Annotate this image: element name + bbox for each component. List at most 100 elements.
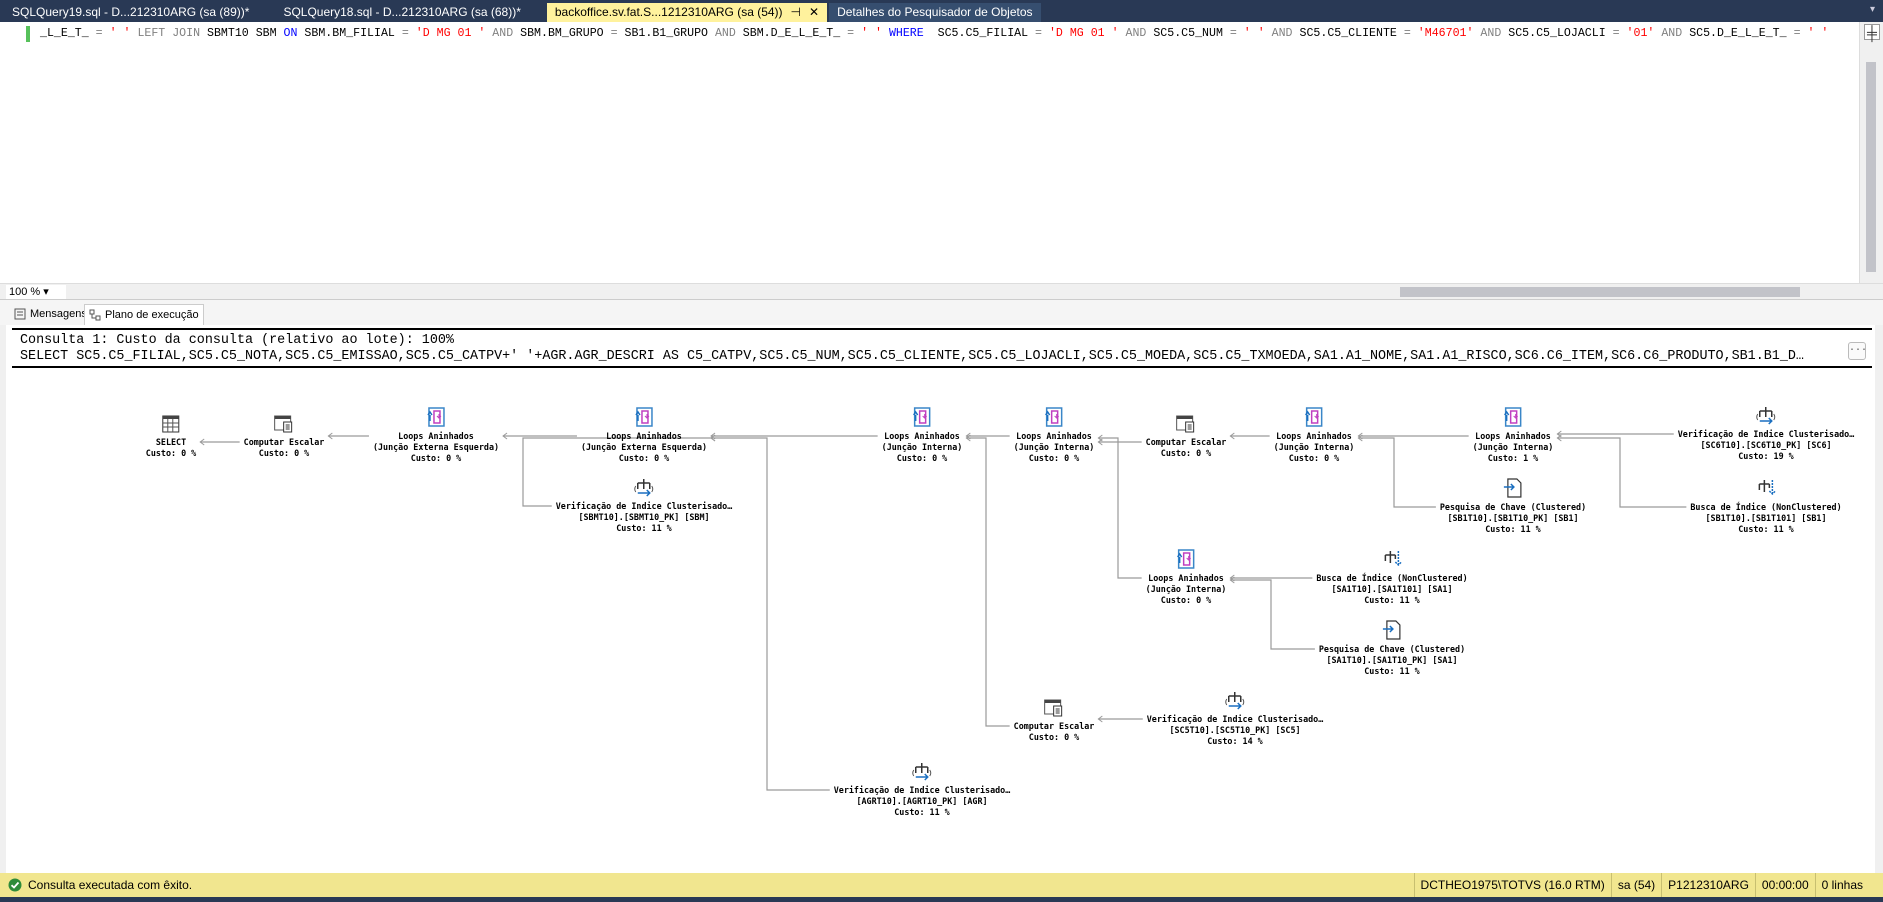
code-token: SC5.C5_FILIAL <box>937 27 1036 40</box>
tab-execution-plan[interactable]: Plano de execução <box>84 304 204 326</box>
operator-detail: Custo: 19 % <box>1738 450 1794 461</box>
select-icon <box>162 415 180 432</box>
code-token: = <box>1612 27 1627 40</box>
code-token: SC5.C5_LOJACLI <box>1508 27 1613 40</box>
code-token: AND <box>1125 27 1154 40</box>
nested-loops-icon <box>427 406 445 427</box>
zoom-bar: 100 % ▾ <box>0 283 1883 299</box>
plan-node-nested-loops[interactable]: Loops Aninhados(Junção Externa Esquerda)… <box>373 406 499 464</box>
status-row-count: 0 linhas <box>1814 873 1869 897</box>
tab-messages[interactable]: Mensagens <box>10 304 91 326</box>
plan-node-clustered-index-scan[interactable]: Verificação de Indice Clusterisado…[SC5T… <box>1147 690 1323 747</box>
operator-detail: Custo: 11 % <box>894 806 950 817</box>
key-lookup-icon <box>1382 619 1401 640</box>
code-token: AND <box>714 27 743 40</box>
index-seek-icon <box>1758 479 1776 495</box>
tab-sqlquery19[interactable]: SQLQuery19.sql - D...212310ARG (sa (89))… <box>4 3 257 22</box>
close-icon[interactable]: ✕ <box>809 5 820 19</box>
plan-node-nested-loops[interactable]: Loops Aninhados(Junção Externa Esquerda)… <box>580 406 708 464</box>
operator-detail: [SC5T10].[SC5T10_PK] [SC5] <box>1169 724 1301 735</box>
tab-label: SQLQuery19.sql - D...212310ARG (sa (89))… <box>12 5 250 19</box>
show-more-button[interactable]: ... <box>1848 342 1867 360</box>
code-token: = <box>1793 27 1808 40</box>
plan-node-index-seek[interactable]: Busca de Índice (NonClustered)[SA1T10].[… <box>1316 549 1468 606</box>
code-token: = <box>847 27 862 40</box>
editor-vertical-scrollbar[interactable]: ╪ <box>1859 22 1883 283</box>
operator-detail: (Junção Externa Esquerda) <box>580 441 708 452</box>
split-editor-icon[interactable]: ╪ <box>1864 24 1880 41</box>
code-token: ' ' <box>1807 27 1829 40</box>
operator-detail: [SB1T10].[SB1T101] [SB1] <box>1705 512 1827 523</box>
code-token: SBM.BM_GRUPO <box>520 27 611 40</box>
operator-detail: [SB1T10].[SB1T10_PK] [SB1] <box>1447 512 1579 523</box>
query-cost-header: Consulta 1: Custo da consulta (relativo … <box>20 333 454 348</box>
execution-plan-pane[interactable]: Consulta 1: Custo da consulta (relativo … <box>0 325 1883 873</box>
scrollbar-thumb[interactable] <box>1400 287 1800 297</box>
tab-sqlquery18[interactable]: SQLQuery18.sql - D...212310ARG (sa (68))… <box>275 3 528 22</box>
editor-horizontal-scrollbar[interactable] <box>70 286 1860 298</box>
plan-node-clustered-index-scan[interactable]: Verificação de Indice Clusterisado…[SC6T… <box>1678 405 1854 462</box>
plan-node-label: Pesquisa de Chave (Clustered)[SA1T10].[S… <box>1319 644 1465 677</box>
plan-node-clustered-index-scan[interactable]: Verificação de Indice Clusterisado…[AGRT… <box>834 761 1010 818</box>
result-tabs: Mensagens Plano de execução <box>0 299 1883 326</box>
operator-name: Verificação de Indice Clusterisado… <box>555 500 733 511</box>
code-token: ' ' <box>861 27 889 40</box>
operator-detail: Custo: 0 % <box>1160 447 1212 458</box>
plan-node-clustered-index-scan[interactable]: Verificação de Indice Clusterisado…[SBMT… <box>556 477 732 534</box>
status-segments: DCTHEO1975\TOTVS (16.0 RTM) sa (54) P121… <box>1413 873 1869 897</box>
operator-name: Computar Escalar <box>1145 436 1227 447</box>
operator-detail: Custo: 11 % <box>1738 523 1794 534</box>
operator-detail: Custo: 14 % <box>1207 735 1263 746</box>
code-token: AND <box>1480 27 1509 40</box>
plan-node-label: Loops Aninhados(Junção Interna)Custo: 0 … <box>1146 573 1227 606</box>
operator-name: Computar Escalar <box>1013 720 1095 731</box>
zoom-select[interactable]: 100 % ▾ <box>6 285 66 299</box>
pin-icon[interactable]: ⊣ <box>790 5 801 19</box>
code-token: SB1.B1_GRUPO <box>624 27 715 40</box>
code-token: SC5.D_E_L_E_T_ <box>1689 27 1794 40</box>
plan-node-key-lookup[interactable]: Pesquisa de Chave (Clustered)[SA1T10].[S… <box>1319 619 1465 677</box>
code-token: ON <box>283 27 305 40</box>
operator-detail: Custo: 0 % <box>1028 452 1080 463</box>
compute-scalar-icon <box>274 415 293 432</box>
status-elapsed-time: 00:00:00 <box>1754 873 1815 897</box>
code-line[interactable]: _L_E_T_ = ' ' LEFT JOIN SBMT10 SBM ON SB… <box>40 25 1828 43</box>
scrollbar-thumb[interactable] <box>1866 62 1876 272</box>
status-server: DCTHEO1975\TOTVS (16.0 RTM) <box>1413 873 1611 897</box>
tab-object-explorer-details[interactable]: Detalhes do Pesquisador de Objetos <box>829 3 1041 22</box>
operator-detail: Custo: 0 % <box>1288 452 1340 463</box>
plan-node-nested-loops[interactable]: Loops Aninhados(Junção Interna)Custo: 0 … <box>1013 406 1095 464</box>
code-token: AND <box>492 27 521 40</box>
plan-node-nested-loops[interactable]: Loops Aninhados(Junção Interna)Custo: 0 … <box>1146 548 1227 606</box>
operator-detail: Custo: 11 % <box>1364 665 1420 676</box>
operator-detail: Custo: 0 % <box>1160 594 1212 605</box>
status-user: sa (54) <box>1610 873 1661 897</box>
operator-detail: [AGRT10].[AGRT10_PK] [AGR] <box>856 795 988 806</box>
code-token: 'D MG 01 ' <box>1048 27 1126 40</box>
change-indicator <box>26 26 30 42</box>
code-token: SBM.BM_FILIAL <box>304 27 402 40</box>
tab-overflow-dropdown-icon[interactable]: ▾ <box>1869 4 1875 15</box>
query-sql-text: SELECT SC5.C5_FILIAL,SC5.C5_NOTA,SC5.C5_… <box>20 349 1804 364</box>
plan-node-label: Verificação de Indice Clusterisado…[SC6T… <box>1678 429 1854 462</box>
plan-node-nested-loops[interactable]: Loops Aninhados(Junção Interna)Custo: 0 … <box>1274 406 1354 464</box>
plan-node-key-lookup[interactable]: Pesquisa de Chave (Clustered)[SB1T10].[S… <box>1440 477 1586 535</box>
plan-node-nested-loops[interactable]: Loops Aninhados(Junção Interna)Custo: 1 … <box>1472 406 1554 464</box>
plan-node-label: Busca de Índice (NonClustered)[SB1T10].[… <box>1690 502 1841 535</box>
operator-detail: (Junção Interna) <box>1013 441 1095 452</box>
operator-detail: (Junção Interna) <box>1145 583 1227 594</box>
tab-label: SQLQuery18.sql - D...212310ARG (sa (68))… <box>283 5 521 19</box>
sql-editor[interactable]: _L_E_T_ = ' ' LEFT JOIN SBMT10 SBM ON SB… <box>0 22 1859 283</box>
operator-detail: (Junção Interna) <box>1472 441 1554 452</box>
execution-plan-icon <box>89 309 101 321</box>
plan-node-index-seek[interactable]: Busca de Índice (NonClustered)[SB1T10].[… <box>1690 478 1842 535</box>
tab-backoffice[interactable]: backoffice.sv.fat.S...1212310ARG (sa (54… <box>546 3 828 22</box>
success-check-icon <box>8 878 22 892</box>
zoom-value: 100 % <box>9 286 41 298</box>
plan-node-nested-loops[interactable]: Loops Aninhados(Junção Interna)Custo: 0 … <box>882 406 962 464</box>
